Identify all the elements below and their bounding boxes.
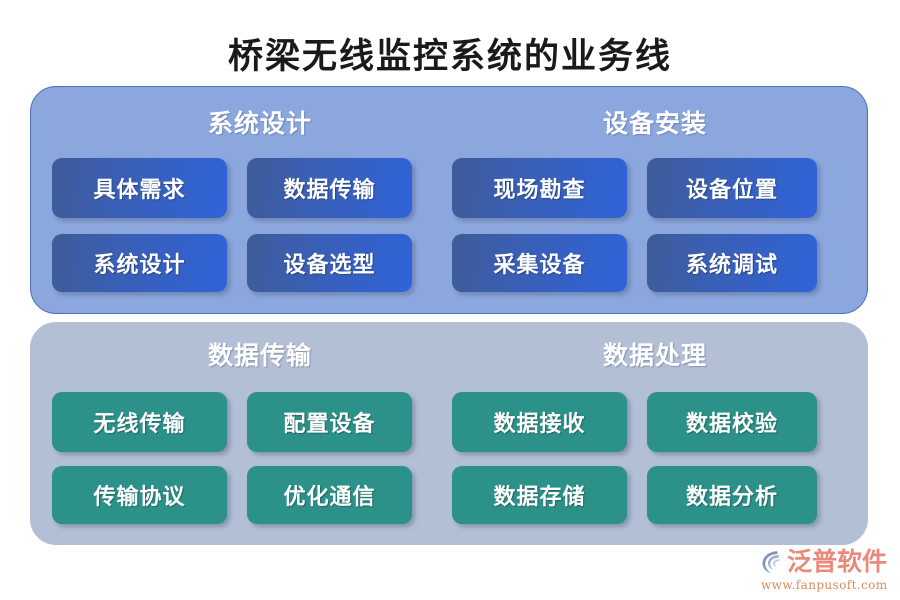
item-box[interactable]: 系统设计 [52, 234, 227, 292]
item-box[interactable]: 数据校验 [647, 392, 817, 452]
logo-url: www.fanpusoft.com [761, 578, 888, 592]
item-box[interactable]: 数据分析 [647, 466, 817, 524]
item-box[interactable]: 数据传输 [247, 158, 412, 218]
fanpu-swoosh-icon [757, 548, 785, 576]
item-box[interactable]: 数据接收 [452, 392, 627, 452]
group-title-data-processing: 数据处理 [602, 341, 707, 370]
item-box[interactable]: 配置设备 [247, 392, 412, 452]
item-box[interactable]: 数据存储 [452, 466, 627, 524]
brand-logo[interactable]: 泛普软件 www.fanpusoft.com [757, 547, 897, 593]
group-title-system-design: 系统设计 [207, 109, 312, 138]
item-box[interactable]: 设备位置 [647, 158, 817, 218]
item-box[interactable]: 传输协议 [52, 466, 227, 524]
logo-brand-name: 泛普软件 [787, 547, 888, 576]
group-title-device-install: 设备安装 [602, 109, 707, 138]
item-box[interactable]: 具体需求 [52, 158, 227, 218]
item-box[interactable]: 现场勘查 [452, 158, 627, 218]
page-title: 桥梁无线监控系统的业务线 [227, 36, 672, 77]
item-box[interactable]: 采集设备 [452, 234, 627, 292]
item-box[interactable]: 优化通信 [247, 466, 412, 524]
item-box[interactable]: 设备选型 [247, 234, 412, 292]
item-box[interactable]: 系统调试 [647, 234, 817, 292]
group-title-data-transmission: 数据传输 [207, 341, 312, 370]
item-box[interactable]: 无线传输 [52, 392, 227, 452]
